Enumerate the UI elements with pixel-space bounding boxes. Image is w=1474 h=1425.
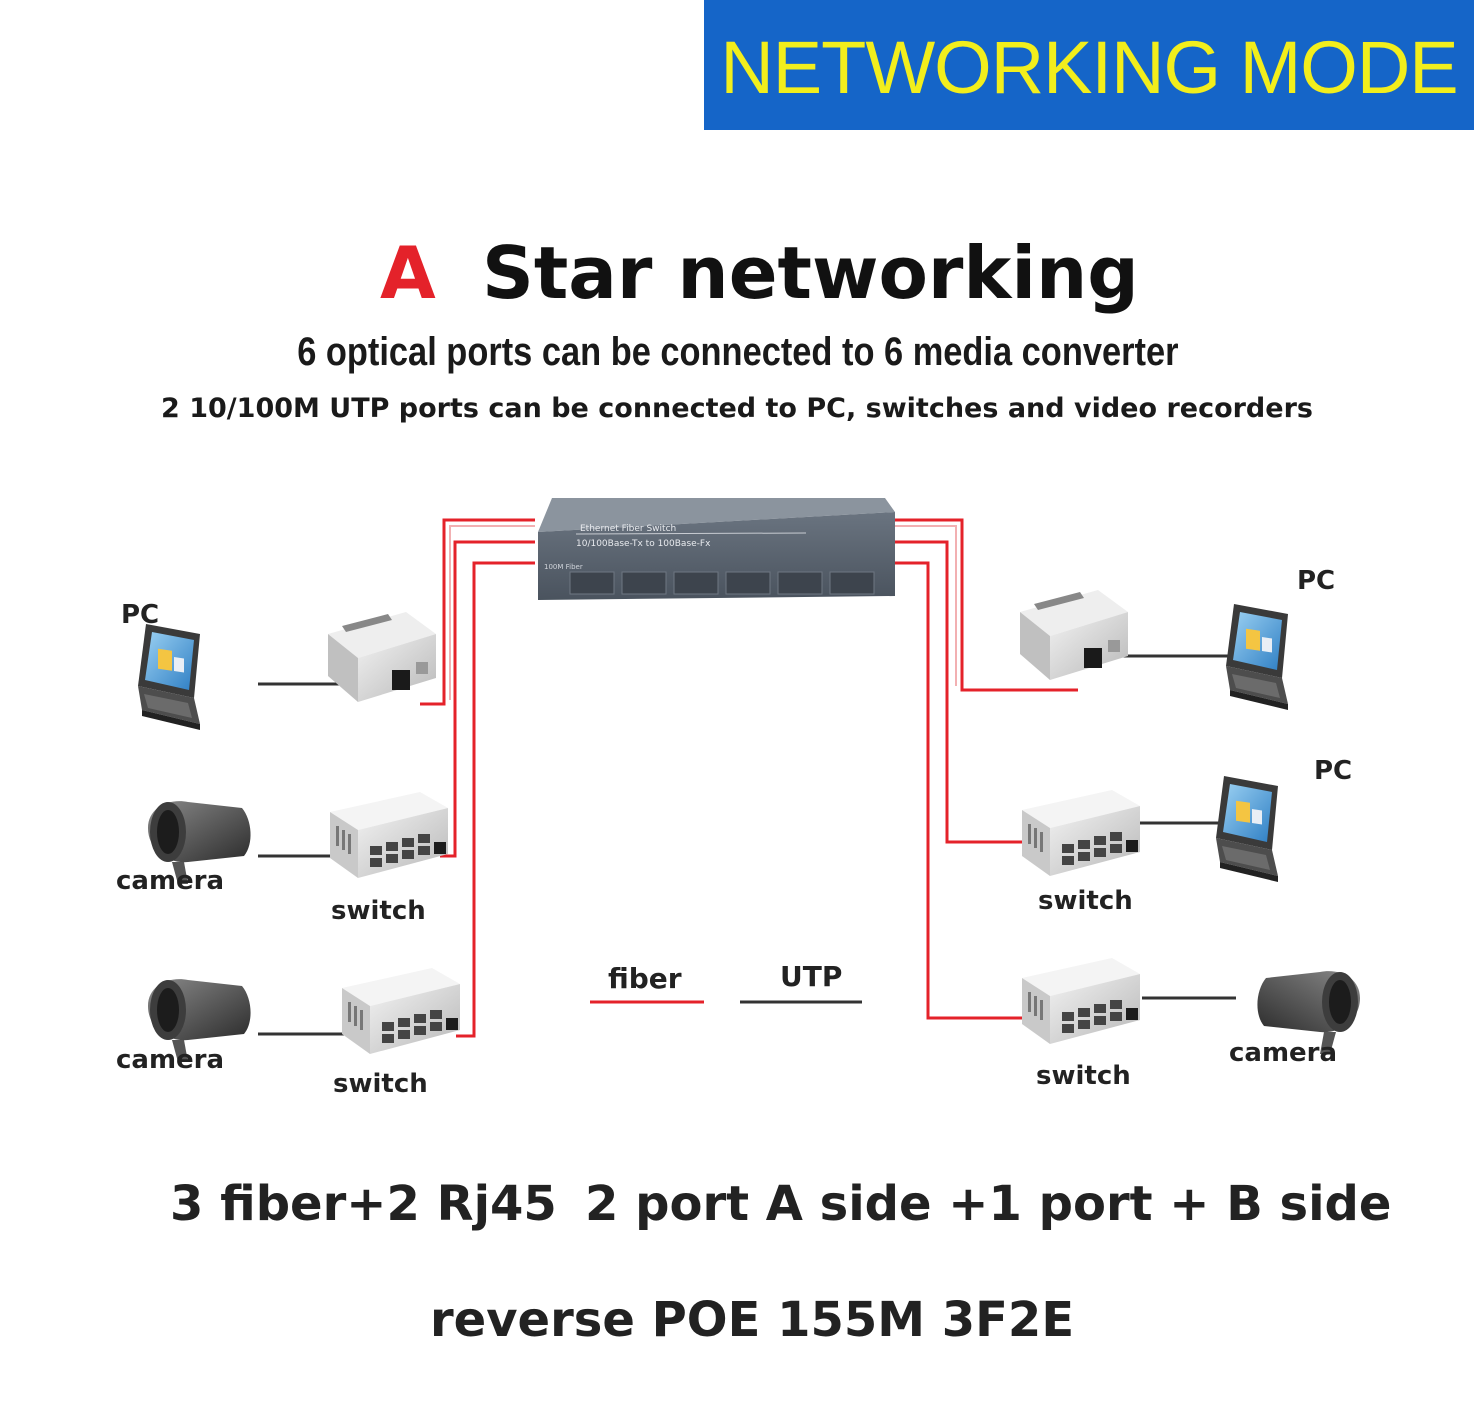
banner-title: NETWORKING MODE xyxy=(720,26,1458,109)
switch-icon xyxy=(342,968,460,1054)
pc-label: PC xyxy=(1314,756,1353,786)
laptop-icon xyxy=(1226,604,1288,710)
switch-label: switch xyxy=(333,1069,428,1099)
camera-label: camera xyxy=(116,866,225,896)
legend-utp-label: UTP xyxy=(780,960,843,993)
product-name: reverse POE 155M 3F2E xyxy=(430,1292,1075,1348)
pc-label: PC xyxy=(1297,566,1336,596)
subtitle-optical-ports: 6 optical ports can be connected to 6 me… xyxy=(297,330,1179,374)
spec-port-sides: 2 port A side +1 port + B side xyxy=(585,1176,1392,1232)
switch-icon xyxy=(330,792,448,878)
utp-lines xyxy=(258,654,1236,1036)
switch-label: switch xyxy=(1038,886,1133,916)
switch-label: switch xyxy=(331,896,426,926)
laptop-icon xyxy=(1216,776,1278,882)
subtitle-utp-ports: 2 10/100M UTP ports can be connected to … xyxy=(161,393,1313,424)
ethernet-fiber-switch: Ethernet Fiber Switch 10/100Base-Tx to 1… xyxy=(538,498,895,600)
fiber-lines-shadow xyxy=(449,525,957,700)
title-main: Star networking xyxy=(482,231,1139,315)
title-letter: A xyxy=(380,231,436,315)
media-converter-icon xyxy=(1020,590,1128,680)
fiber-lines-right xyxy=(892,518,1078,1020)
switch-icon xyxy=(1022,958,1140,1044)
camera-label: camera xyxy=(116,1045,225,1075)
spec-fiber-rj45: 3 fiber+2 Rj45 xyxy=(170,1176,557,1232)
fiber-lines-left xyxy=(420,518,535,1038)
switch-model-text: Ethernet Fiber Switch xyxy=(580,524,676,534)
camera-label: camera xyxy=(1229,1038,1338,1068)
title-banner: NETWORKING MODE xyxy=(704,0,1474,130)
switch-spec-text: 10/100Base-Tx to 100Base-Fx xyxy=(576,539,711,549)
legend-fiber-label: fiber xyxy=(608,962,682,995)
media-converter-icon xyxy=(328,612,436,702)
switch-port-text: 100M Fiber xyxy=(544,563,583,571)
pc-label: PC xyxy=(121,600,160,630)
laptop-icon xyxy=(138,624,200,730)
switch-label: switch xyxy=(1036,1061,1131,1091)
switch-icon xyxy=(1022,790,1140,876)
